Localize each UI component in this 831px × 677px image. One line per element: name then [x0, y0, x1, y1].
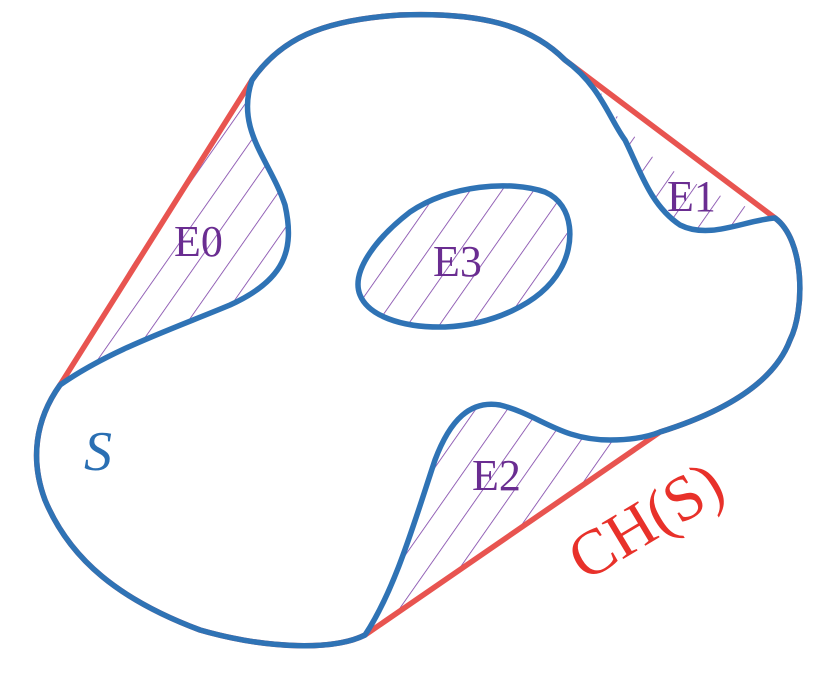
region-e0-hatch: [60, 80, 289, 385]
label-e2: E2: [472, 451, 521, 500]
label-s: S: [84, 421, 112, 483]
region-e2-hatch: [365, 404, 660, 635]
region-e3-hatch: [358, 185, 570, 328]
label-e0: E0: [174, 217, 223, 266]
label-e3: E3: [433, 237, 482, 286]
shape-s-outline: [33, 11, 803, 649]
label-e1: E1: [667, 172, 716, 221]
hole-e3-outline: [355, 183, 573, 330]
